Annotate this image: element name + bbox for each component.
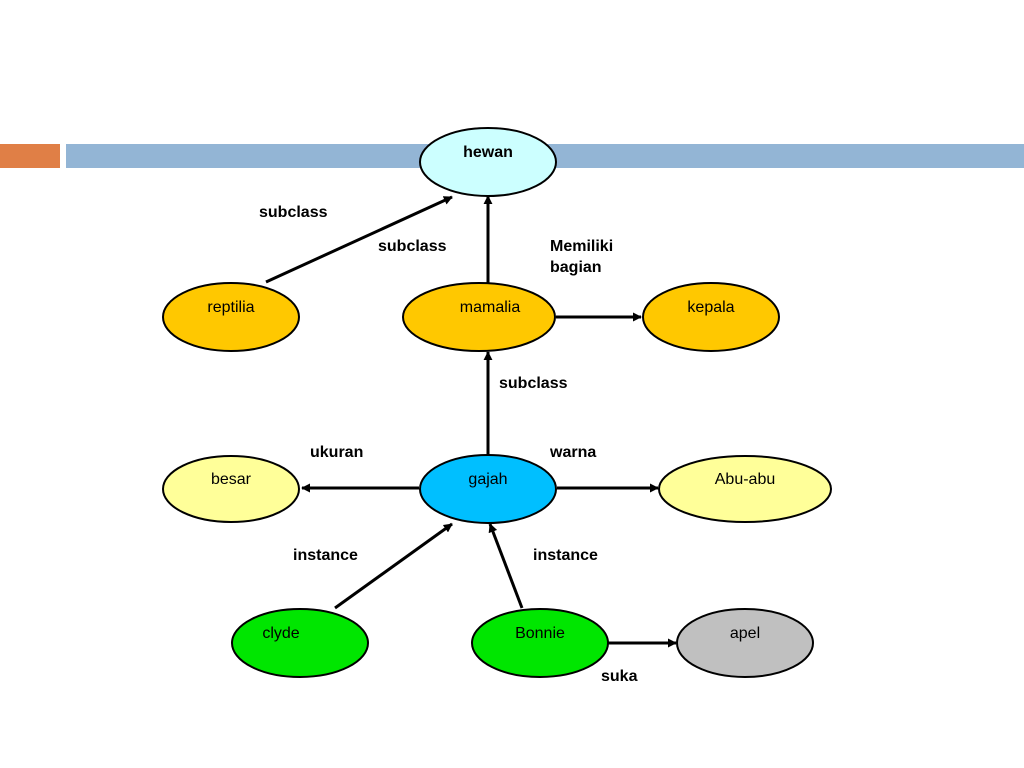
node-reptilia-label: reptilia [207,299,255,316]
node-mamalia [402,282,556,352]
node-kepala-label: kepala [687,299,735,316]
edge-label-mamalia-kepala: Memiliki bagian [550,238,614,276]
edge-label-bonnie-apel: suka [601,668,638,685]
node-kepala [642,282,780,352]
edge-bonnie-gajah [488,523,524,609]
edge-label-gajah-abuabu: warna [550,444,597,461]
node-gajah [419,454,557,524]
node-clyde-label: clyde [262,625,300,642]
node-bonnie-label: Bonnie [515,625,565,642]
edge-label-gajah-besar: ukuran [310,444,364,461]
node-apel-label: apel [729,625,761,642]
node-hewan [419,127,557,197]
edge-label-clyde-gajah: instance [293,547,358,564]
edge-label-reptilia-hewan: subclass [259,204,328,221]
edge-label-mamalia-hewan: subclass [378,238,447,255]
node-besar-label: besar [210,471,252,488]
edge-clyde-gajah [334,522,453,610]
edge-label-gajah-mamalia: subclass [499,375,568,392]
node-hewan-label: hewan [463,144,513,161]
node-besar [162,455,300,523]
node-clyde [231,608,369,678]
node-mamalia-label: mamalia [459,299,521,316]
edge-reptilia-hewan [265,195,453,284]
node-abuabu [658,455,832,523]
node-apel [676,608,814,678]
node-bonnie [471,608,609,678]
edge-label-bonnie-gajah: instance [533,547,598,564]
node-abuabu-label: Abu-abu [714,471,776,488]
node-reptilia [162,282,300,352]
node-gajah-label: gajah [468,471,508,488]
title-accent-bar [0,144,60,168]
